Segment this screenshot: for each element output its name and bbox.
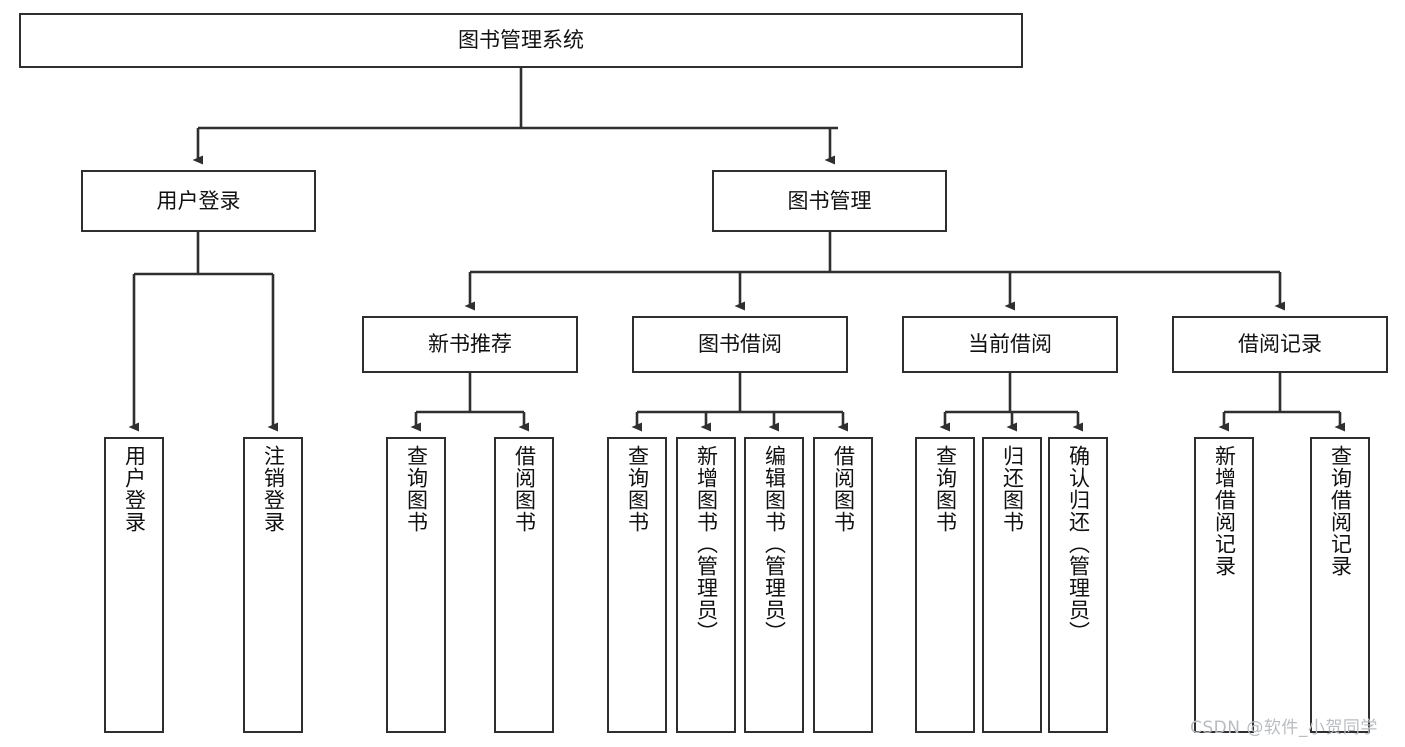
node-leaf-new-book-2[interactable]: 借阅图书: [494, 437, 554, 733]
node-leaf-book-borrow-1[interactable]: 查询图书: [607, 437, 667, 733]
node-leaf-current-borrow-3[interactable]: 确认归还（管理员）: [1048, 437, 1108, 733]
node-label: 注销登录: [261, 445, 286, 533]
node-leaf-current-borrow-2[interactable]: 归还图书: [982, 437, 1042, 733]
node-label: 图书借阅: [698, 332, 782, 357]
node-user-login[interactable]: 用户登录: [81, 170, 316, 232]
node-label: 确认归还（管理员）: [1066, 445, 1091, 643]
node-leaf-borrow-record-1[interactable]: 新增借阅记录: [1194, 437, 1254, 733]
node-leaf-current-borrow-1[interactable]: 查询图书: [915, 437, 975, 733]
node-label: 查询图书: [404, 445, 429, 533]
node-book-management[interactable]: 图书管理: [712, 170, 947, 232]
node-label: 查询图书: [933, 445, 958, 533]
node-root-system[interactable]: 图书管理系统: [19, 13, 1023, 68]
node-label: 图书管理系统: [458, 28, 584, 53]
node-label: 新增图书（管理员）: [694, 445, 719, 643]
node-leaf-user-login-2[interactable]: 注销登录: [243, 437, 303, 733]
node-new-book-recommend[interactable]: 新书推荐: [362, 316, 578, 373]
node-current-borrow[interactable]: 当前借阅: [902, 316, 1118, 373]
node-leaf-borrow-record-2[interactable]: 查询借阅记录: [1310, 437, 1370, 733]
node-label: 新增借阅记录: [1212, 445, 1237, 577]
node-label: 借阅图书: [512, 445, 537, 533]
node-leaf-book-borrow-2[interactable]: 新增图书（管理员）: [676, 437, 736, 733]
node-leaf-book-borrow-3[interactable]: 编辑图书（管理员）: [744, 437, 804, 733]
node-leaf-new-book-1[interactable]: 查询图书: [386, 437, 446, 733]
node-borrow-record[interactable]: 借阅记录: [1172, 316, 1388, 373]
node-label: 借阅记录: [1238, 332, 1322, 357]
node-label: 新书推荐: [428, 332, 512, 357]
node-label: 借阅图书: [831, 445, 856, 533]
node-label: 查询借阅记录: [1328, 445, 1353, 577]
node-label: 归还图书: [1000, 445, 1025, 533]
node-label: 用户登录: [156, 188, 241, 213]
node-label: 编辑图书（管理员）: [762, 445, 787, 643]
node-leaf-user-login-1[interactable]: 用户登录: [104, 437, 164, 733]
csdn-watermark: CSDN @软件_小贺同学: [1190, 718, 1378, 738]
node-book-borrow[interactable]: 图书借阅: [632, 316, 848, 373]
node-label: 当前借阅: [968, 332, 1052, 357]
node-label: 用户登录: [122, 445, 147, 533]
node-label: 查询图书: [625, 445, 650, 533]
node-label: 图书管理: [787, 188, 872, 213]
node-leaf-book-borrow-4[interactable]: 借阅图书: [813, 437, 873, 733]
